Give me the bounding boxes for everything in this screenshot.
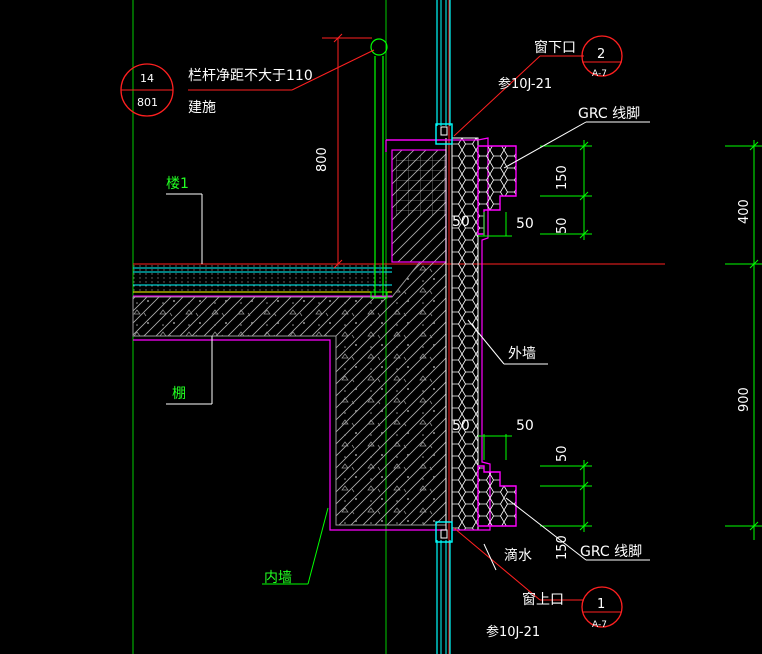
leader-lines [166, 49, 650, 601]
callout-window-sill-number: 2 [597, 47, 605, 62]
right-dimension [725, 140, 762, 540]
window-frames [435, 0, 453, 654]
callout-window-head-number: 1 [597, 597, 605, 612]
callout-railing [120, 63, 174, 117]
label-window-sill-ref: 参10J-21 [498, 76, 552, 92]
callout-window-sill-sheet: A-7 [592, 69, 607, 79]
dim-grc-bottom-step: 150 [555, 535, 570, 560]
label-railing-ref: 建施 [188, 100, 216, 116]
grc-moulding-bottom [477, 465, 517, 527]
label-window-sill: 窗下口 [534, 39, 576, 56]
dim-grc-top-depth: 50 [516, 216, 534, 232]
dim-right-upper: 400 [737, 199, 752, 224]
callout-railing-sheet: 801 [137, 96, 158, 109]
grc-moulding-top [477, 145, 517, 235]
dim-grc-bottom-depth: 50 [516, 418, 534, 434]
floor-slab [133, 264, 392, 297]
callout-railing-number: 14 [140, 72, 154, 85]
dim-grc-top-height: 150 [555, 165, 570, 190]
label-floor: 楼1 [166, 176, 189, 192]
dim-grc-top-thickness: 50 [452, 214, 470, 230]
dim-grc-bottom-height: 50 [555, 445, 570, 462]
railing [370, 38, 388, 299]
insulation-layer [445, 137, 479, 531]
label-inner-wall: 内墙 [264, 570, 292, 586]
callout-window-sill [581, 35, 623, 77]
grc-top-dimension [478, 140, 592, 240]
dim-grc-top-step: 50 [555, 217, 570, 234]
label-ceiling: 棚 [172, 386, 186, 402]
callout-window-head-sheet: A-7 [592, 620, 607, 630]
dim-railing-height: 800 [315, 147, 330, 172]
callout-window-head [581, 586, 623, 628]
dim-grc-bottom-thickness: 50 [452, 418, 470, 434]
label-window-head: 窗上口 [522, 591, 564, 608]
label-window-head-ref: 参10J-21 [486, 624, 540, 640]
label-outer-wall: 外墙 [508, 346, 536, 362]
label-grc-bottom: GRC 线脚 [580, 544, 642, 560]
label-drip: 滴水 [504, 547, 532, 564]
label-railing-note: 栏杆净距不大于110 [188, 68, 313, 84]
label-grc-top: GRC 线脚 [578, 106, 640, 122]
grc-bottom-dimension [478, 434, 592, 532]
upper-wall [386, 139, 447, 263]
railing-dimension [322, 33, 372, 269]
dim-right-lower: 900 [737, 387, 752, 412]
